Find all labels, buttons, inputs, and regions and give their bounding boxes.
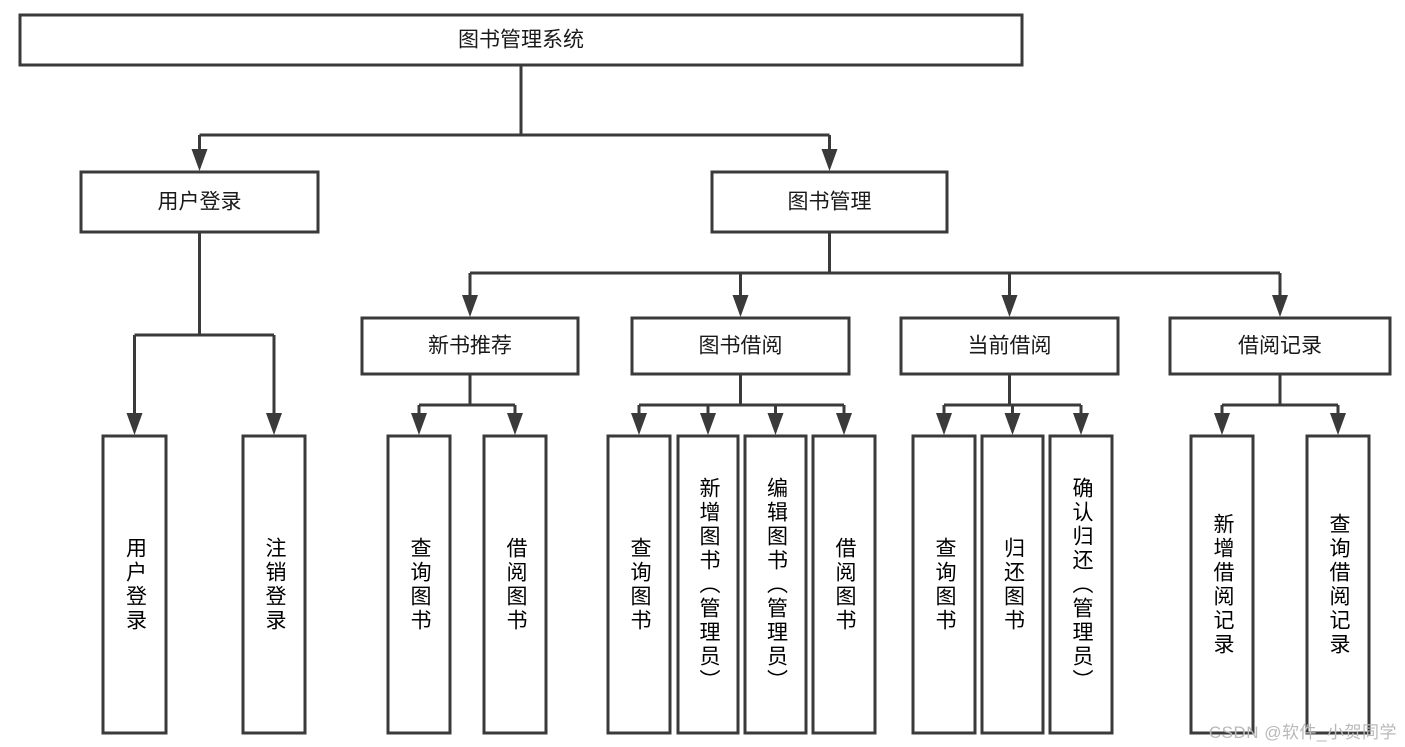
node-box-leaf-add-book-admin (676, 434, 740, 735)
node-label-new-book-recommend: 新书推荐 (428, 335, 512, 358)
arrow-to-leaf-user-login (126, 413, 143, 435)
node-box-leaf-return-book (980, 434, 1045, 735)
node-label-wrap-leaf-logout: 注销登录 (263, 536, 286, 633)
arrow-to-leaf-edit-book-admin (767, 413, 784, 435)
node-box-root (18, 13, 1024, 67)
node-label-wrap-leaf-query-book-rec: 查询图书 (408, 536, 431, 633)
node-label-leaf-borrow-book-rec: 借阅图书 (504, 536, 527, 633)
node-leaf-query-book-borrow[interactable]: 查询图书 (606, 434, 672, 735)
node-label-wrap-leaf-user-login: 用户登录 (123, 536, 147, 633)
node-label-leaf-borrow-book: 借阅图书 (833, 536, 856, 633)
node-leaf-borrow-book-rec[interactable]: 借阅图书 (482, 434, 548, 735)
node-label-wrap-leaf-query-book-borrow: 查询图书 (628, 536, 651, 633)
node-label-wrap-leaf-add-borrow-record: 新增借阅记录 (1211, 512, 1234, 657)
node-current-borrow[interactable]: 当前借阅 (899, 316, 1120, 376)
node-label-leaf-query-book-borrow: 查询图书 (628, 536, 651, 633)
node-label-user-login: 用户登录 (158, 191, 242, 214)
node-root[interactable]: 图书管理系统 (18, 13, 1024, 67)
node-label-wrap-leaf-borrow-book-rec: 借阅图书 (504, 536, 527, 633)
node-label-wrap-leaf-borrow-book: 借阅图书 (833, 536, 856, 633)
arrow-to-borrow-record (1272, 295, 1288, 317)
node-leaf-query-book-cur[interactable]: 查询图书 (911, 434, 977, 735)
node-box-leaf-edit-book-admin (743, 434, 808, 735)
node-label-root: 图书管理系统 (458, 29, 584, 52)
node-box-book-manage (710, 170, 949, 234)
arrow-to-new-book-recommend (462, 295, 478, 317)
node-label-leaf-user-login: 用户登录 (123, 536, 147, 633)
arrow-to-book-borrow (732, 295, 749, 317)
arrow-to-leaf-query-book-cur (936, 413, 952, 435)
node-label-leaf-return-book: 归还图书 (1001, 536, 1025, 633)
arrow-to-user-login (191, 149, 208, 171)
node-label-leaf-add-borrow-record: 新增借阅记录 (1211, 512, 1234, 657)
node-book-borrow[interactable]: 图书借阅 (630, 316, 851, 376)
node-label-current-borrow: 当前借阅 (968, 335, 1052, 358)
node-label-book-borrow: 图书借阅 (699, 335, 783, 358)
node-label-leaf-edit-book-admin: 编辑图书（管理员） (764, 476, 788, 693)
node-label-leaf-query-book-rec: 查询图书 (408, 536, 431, 633)
node-leaf-borrow-book[interactable]: 借阅图书 (811, 434, 877, 735)
node-box-user-login (79, 170, 320, 234)
node-leaf-query-borrow-record[interactable]: 查询借阅记录 (1305, 434, 1371, 735)
arrow-to-leaf-borrow-book (836, 413, 852, 435)
arrow-to-leaf-borrow-book-rec (507, 413, 523, 435)
nodes-layer: 图书管理系统用户登录图书管理新书推荐图书借阅当前借阅借阅记录用户登录注销登录查询… (18, 13, 1392, 735)
node-label-leaf-confirm-return-admin: 确认归还（管理员） (1070, 476, 1093, 693)
arrow-to-leaf-add-book-admin (700, 413, 716, 435)
node-box-current-borrow (899, 316, 1120, 376)
arrow-to-leaf-query-book-borrow (631, 413, 647, 435)
arrow-to-leaf-add-borrow-record (1214, 413, 1230, 435)
node-leaf-confirm-return-admin[interactable]: 确认归还（管理员） (1048, 434, 1114, 735)
node-user-login[interactable]: 用户登录 (79, 170, 320, 234)
node-box-leaf-borrow-book (811, 434, 877, 735)
node-box-leaf-confirm-return-admin (1048, 434, 1114, 735)
connector-lines-layer (126, 65, 1346, 435)
node-label-leaf-logout: 注销登录 (263, 536, 286, 633)
arrow-to-leaf-return-book (1004, 413, 1021, 435)
node-box-book-borrow (630, 316, 851, 376)
node-box-borrow-record (1168, 316, 1392, 376)
node-leaf-edit-book-admin[interactable]: 编辑图书（管理员） (743, 434, 808, 735)
node-box-new-book-recommend (360, 316, 580, 376)
arrow-to-leaf-query-borrow-record (1330, 413, 1346, 435)
node-label-borrow-record: 借阅记录 (1238, 335, 1322, 358)
node-box-leaf-query-book-cur (911, 434, 977, 735)
node-leaf-user-login[interactable]: 用户登录 (101, 434, 168, 735)
node-label-wrap-leaf-query-book-cur: 查询图书 (933, 536, 956, 633)
node-label-leaf-add-book-admin: 新增图书（管理员） (697, 476, 720, 693)
node-leaf-add-borrow-record[interactable]: 新增借阅记录 (1189, 434, 1255, 735)
node-label-leaf-query-borrow-record: 查询借阅记录 (1327, 512, 1350, 657)
node-leaf-add-book-admin[interactable]: 新增图书（管理员） (676, 434, 740, 735)
arrow-to-leaf-query-book-rec (411, 413, 427, 435)
node-leaf-logout[interactable]: 注销登录 (241, 434, 307, 735)
arrow-to-current-borrow (1001, 295, 1018, 317)
node-borrow-record[interactable]: 借阅记录 (1168, 316, 1392, 376)
node-leaf-return-book[interactable]: 归还图书 (980, 434, 1045, 735)
node-label-wrap-leaf-edit-book-admin: 编辑图书（管理员） (764, 476, 788, 693)
node-box-leaf-user-login (101, 434, 168, 735)
node-new-book-recommend[interactable]: 新书推荐 (360, 316, 580, 376)
node-label-wrap-leaf-return-book: 归还图书 (1001, 536, 1025, 633)
node-box-leaf-query-book-borrow (606, 434, 672, 735)
node-box-leaf-add-borrow-record (1189, 434, 1255, 735)
node-label-wrap-leaf-confirm-return-admin: 确认归还（管理员） (1070, 476, 1093, 693)
node-book-manage[interactable]: 图书管理 (710, 170, 949, 234)
node-leaf-query-book-rec[interactable]: 查询图书 (386, 434, 452, 735)
node-label-wrap-leaf-add-book-admin: 新增图书（管理员） (697, 476, 720, 693)
node-label-leaf-query-book-cur: 查询图书 (933, 536, 956, 633)
node-box-leaf-logout (241, 434, 307, 735)
node-box-leaf-query-book-rec (386, 434, 452, 735)
arrow-to-leaf-logout (266, 413, 282, 435)
node-box-leaf-borrow-book-rec (482, 434, 548, 735)
node-label-wrap-leaf-query-borrow-record: 查询借阅记录 (1327, 512, 1350, 657)
arrow-to-leaf-confirm-return-admin (1073, 413, 1089, 435)
node-box-leaf-query-borrow-record (1305, 434, 1371, 735)
node-label-book-manage: 图书管理 (788, 191, 872, 214)
arrow-to-book-manage (821, 149, 838, 171)
